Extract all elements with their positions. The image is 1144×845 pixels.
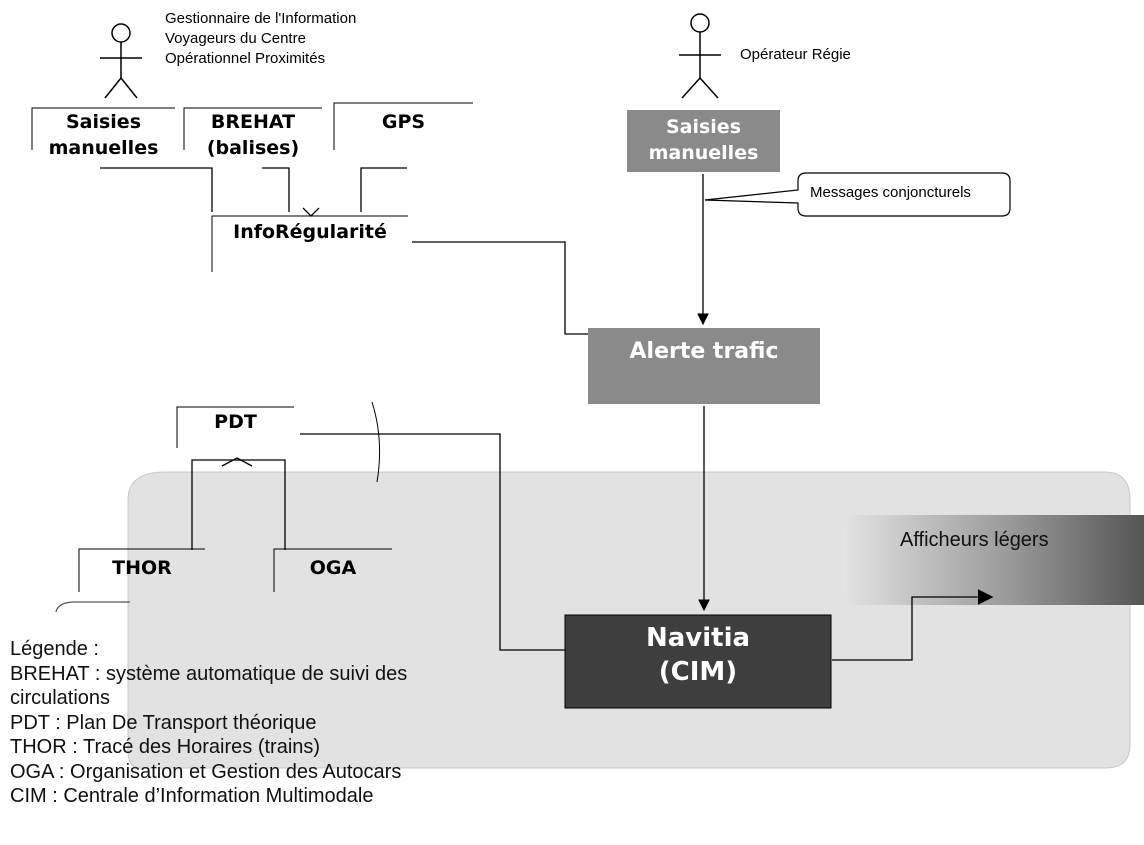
datastore-gps-label: GPS bbox=[381, 111, 426, 133]
actor-operateur-icon bbox=[679, 13, 721, 99]
process-navitia-label: Navitia (CIM) bbox=[645, 623, 751, 687]
edge-pdt-to-navitia bbox=[300, 433, 582, 656]
legend-item: BREHAT : système automatique de suivi de… bbox=[10, 662, 408, 685]
actor-operateur-label: Opérateur Régie bbox=[740, 46, 851, 63]
edge-saisies-to-inforegularite bbox=[100, 167, 213, 212]
datastore-gps-frame bbox=[333, 102, 473, 150]
edge-thor-to-pdt bbox=[191, 459, 286, 550]
process-navitia-box bbox=[564, 614, 832, 709]
callout-messages-shape bbox=[704, 172, 1011, 217]
legend-item: OGA : Organisation et Gestion des Autoca… bbox=[10, 760, 402, 783]
process-saisies-regie-box bbox=[627, 110, 780, 172]
shaded-region-edge bbox=[55, 601, 130, 613]
datastore-saisies-frame bbox=[31, 107, 175, 150]
edge-brehat-to-inforegularite bbox=[262, 167, 290, 212]
datastore-inforegularite-label: InfoRégularité bbox=[233, 221, 387, 243]
datastore-inforegularite-frame bbox=[211, 215, 408, 272]
datastore-thor-label: THOR bbox=[112, 557, 172, 579]
edge-inforegularite-to-alerte bbox=[412, 241, 693, 340]
actor-gestionnaire-icon bbox=[100, 23, 142, 99]
merge-mark-pdt bbox=[221, 457, 253, 467]
legend-title: Légende : bbox=[10, 638, 99, 660]
datastore-oga-frame bbox=[273, 548, 392, 592]
legend-item: circulations bbox=[10, 687, 111, 709]
legend-item: PDT : Plan De Transport théorique bbox=[10, 711, 317, 734]
edge-navitia-to-afficheurs bbox=[832, 589, 994, 661]
actor-gestionnaire-label: Gestionnaire de l'Information Voyageurs … bbox=[165, 10, 357, 67]
afficheurs-label: Afficheurs légers bbox=[900, 529, 1049, 551]
datastore-saisies-label: Saisies manuelles bbox=[48, 111, 159, 159]
merge-mark-inforegularite bbox=[302, 207, 320, 217]
process-alerte-trafic-box bbox=[588, 328, 820, 404]
datastore-brehat-label: BREHAT (balises) bbox=[206, 111, 300, 159]
legend: Légende : BREHAT : système automatique d… bbox=[10, 637, 407, 809]
process-saisies-regie-label: Saisies manuelles bbox=[648, 116, 759, 164]
afficheurs-panel bbox=[842, 515, 1144, 605]
datastore-pdt-label: PDT bbox=[214, 411, 257, 433]
datastore-oga-label: OGA bbox=[309, 557, 357, 579]
process-alerte-trafic-label: Alerte trafic bbox=[629, 339, 779, 364]
legend-item: THOR : Tracé des Horaires (trains) bbox=[10, 736, 321, 758]
datastore-brehat-frame bbox=[183, 107, 322, 150]
edge-gps-to-inforegularite bbox=[360, 167, 407, 212]
legend-item: CIM : Centrale d’Information Multimodale bbox=[10, 785, 374, 807]
datastore-pdt-frame bbox=[176, 406, 294, 448]
datastore-pdt-curve bbox=[371, 401, 381, 483]
datastore-thor-frame bbox=[78, 548, 205, 592]
callout-messages-label: Messages conjoncturels bbox=[810, 184, 971, 201]
